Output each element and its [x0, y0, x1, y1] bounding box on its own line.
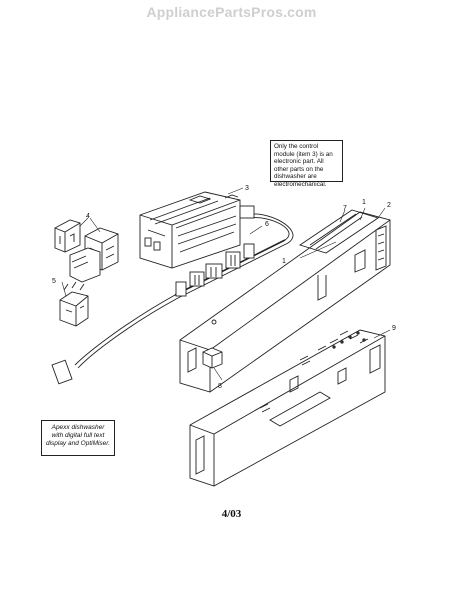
switch-bracket-part — [54, 219, 119, 283]
watermark-text: AppliancePartsPros.com — [146, 4, 317, 20]
model-description: dishwasher with digital full text displa… — [45, 424, 111, 448]
outer-panel-part — [189, 329, 386, 487]
display-chip-part — [202, 347, 223, 369]
electronic-part-note: Only the control module (item 3) is an e… — [270, 140, 343, 188]
control-module-part — [139, 191, 241, 269]
callout-1a: 1 — [362, 199, 366, 206]
callout-2: 2 — [387, 202, 391, 209]
callout-6: 6 — [265, 221, 269, 228]
callout-1b: 1 — [282, 258, 286, 265]
callout-3: 3 — [245, 185, 249, 192]
model-brand: Apexx — [51, 424, 70, 431]
callout-4: 4 — [86, 213, 90, 220]
control-panel-part — [179, 209, 391, 393]
revision-date: 4/03 — [221, 508, 242, 520]
callout-7: 7 — [343, 205, 347, 212]
switch-part — [59, 281, 89, 327]
callout-5: 5 — [52, 278, 56, 285]
model-note: Apexx dishwasher with digital full text … — [41, 420, 115, 456]
callout-9: 9 — [392, 325, 396, 332]
callout-8: 8 — [218, 383, 222, 390]
wire-harness-part — [51, 205, 294, 385]
